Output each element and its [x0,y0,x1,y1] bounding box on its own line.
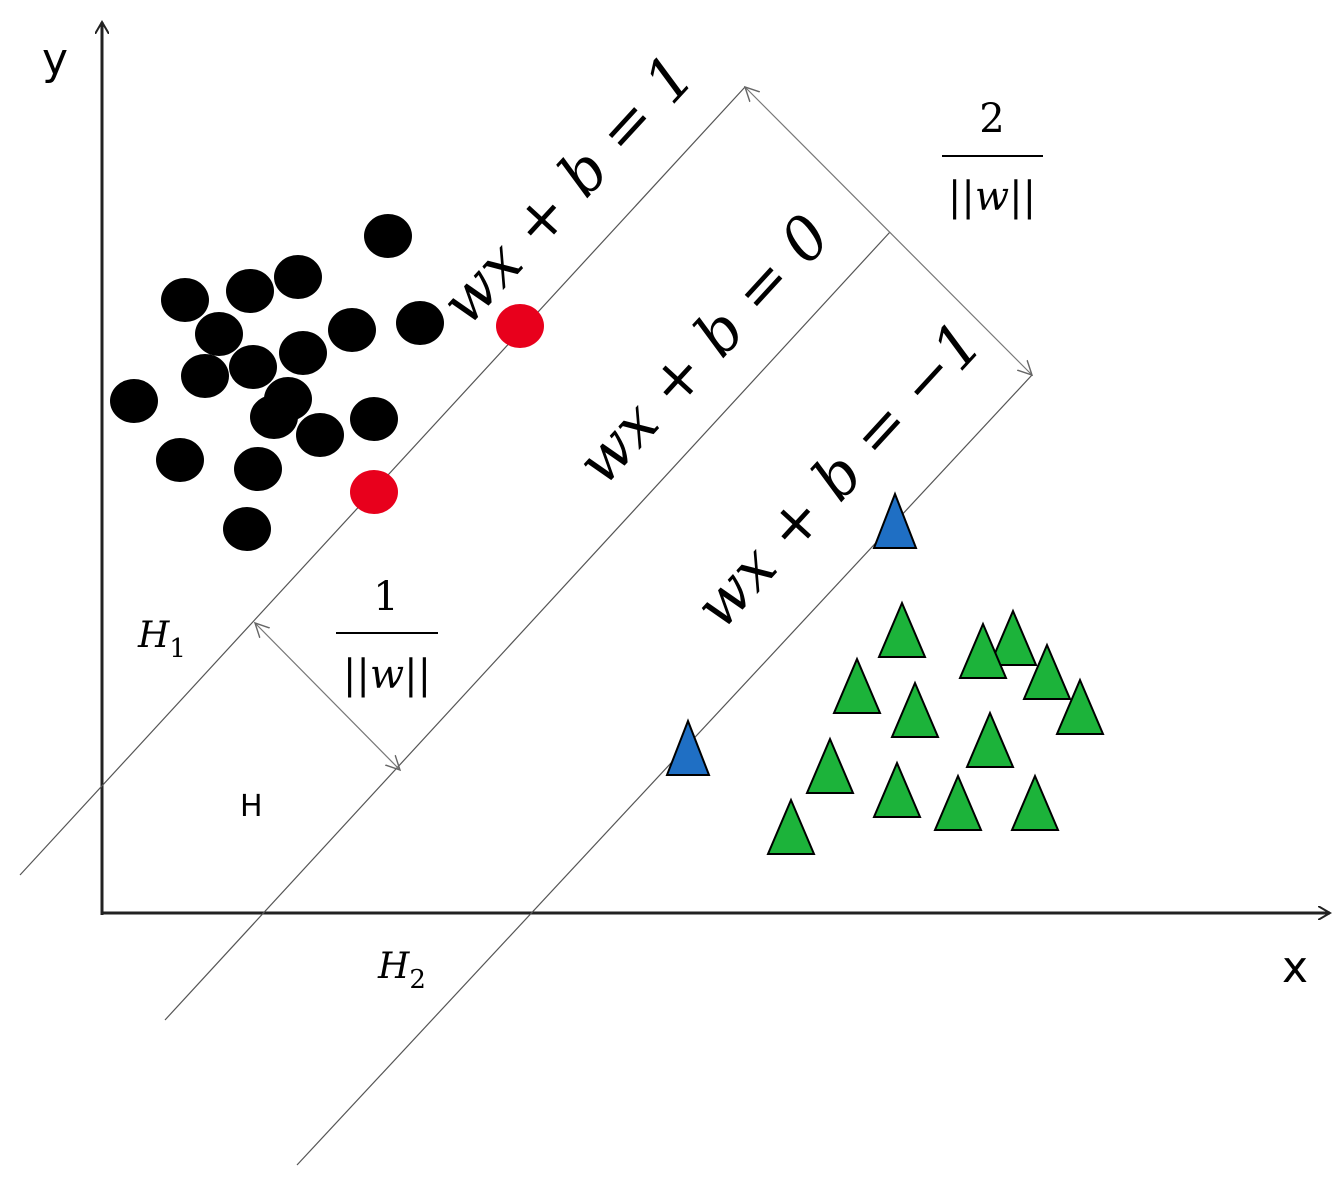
class-b-point [832,656,882,714]
class-b-point [1010,773,1060,831]
equation-middle: wx + b = 0 [564,202,845,499]
class-a-points [110,214,444,551]
class-a-point [195,312,243,356]
class-a-point [223,507,271,551]
equation-upper: wx + b = 1 [428,42,709,339]
class-a-point [364,214,412,258]
class-b-points [766,600,1105,855]
class-b-point [965,710,1015,768]
y-axis-label: y [42,34,68,85]
full-margin-numerator: 2 [979,96,1004,142]
class-b-point [766,797,816,855]
class-b-point [988,608,1038,666]
class-a-point [350,397,398,441]
half-margin-arrow [255,623,400,770]
class-b-point [890,680,940,738]
h2-label-main: H [377,946,410,987]
class-b-point [933,773,983,831]
class-a-point [229,345,277,389]
hyperplane-h2 [296,374,1033,1166]
class-a-support-vector [350,470,398,514]
class-a-support-vector [496,304,544,348]
class-b-point [958,621,1008,679]
class-a-point [296,413,344,457]
class-b-point [1022,642,1072,700]
class-a-point [226,269,274,313]
class-b-support-vector [872,491,918,549]
full-margin-arrow [745,87,1032,375]
class-b-support-vector [665,718,711,776]
class-a-point [279,331,327,375]
class-a-point [396,301,444,345]
class-a-point [181,354,229,398]
half-margin-denominator: ||w|| [343,652,431,698]
class-a-point [234,447,282,491]
h1-label-main: H [137,615,170,656]
class-b-point [805,736,855,794]
class-b-point [1055,677,1105,735]
class-b-point [877,600,927,658]
x-axis-label: x [1282,942,1308,993]
h2-label: H2 [377,946,426,995]
h2-label-sub: 2 [409,965,426,995]
class-a-point [161,278,209,322]
class-a-point [110,379,158,423]
class-a-point [250,395,298,439]
half-margin-numerator: 1 [373,574,398,620]
h1-label-sub: 1 [169,634,186,664]
class-a-point [274,255,322,299]
class-a-point [156,438,204,482]
hyperplane-h [164,231,891,1021]
h-label: H [240,789,263,824]
full-margin-denominator: ||w|| [948,174,1036,220]
h1-label: H1 [137,615,186,664]
class-a-point [328,308,376,352]
class-b-point [872,760,922,818]
